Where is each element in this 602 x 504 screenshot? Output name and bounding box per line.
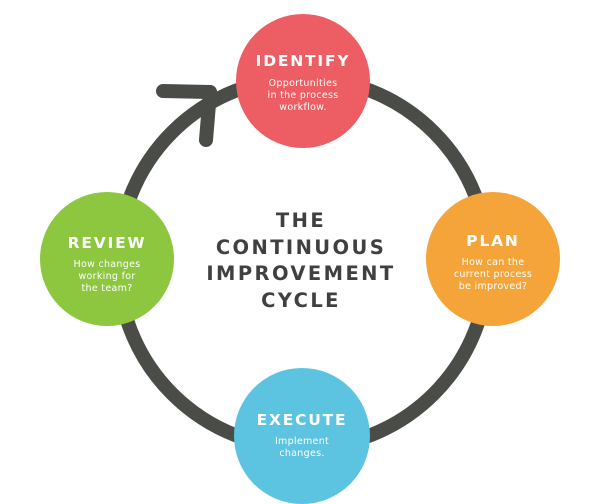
diagram-title: THE CONTINUOUS IMPROVEMENT CYCLE — [196, 208, 406, 314]
stage-identify-description: Opportunities in the process workflow. — [268, 78, 339, 114]
stage-execute-desc-line: changes. — [279, 448, 325, 459]
stage-review-title: REVIEW — [67, 234, 147, 252]
stage-identify-title: IDENTIFY — [255, 52, 351, 70]
cycle-arrowhead — [156, 84, 217, 147]
stage-execute-desc-line: Implement — [274, 436, 330, 447]
diagram-title-line: CONTINUOUS — [215, 235, 387, 259]
stage-execute-description: Implement changes. — [275, 436, 329, 460]
stage-identify: IDENTIFY Opportunities in the process wo… — [236, 14, 370, 148]
stage-plan-desc-line: be improved? — [458, 281, 528, 292]
stage-identify-desc-line: in the process — [267, 90, 339, 101]
stage-execute-title: EXECUTE — [256, 411, 348, 429]
diagram-title-line: CYCLE — [261, 288, 341, 312]
stage-review-desc-line: How changes — [73, 259, 141, 270]
stage-plan-desc-line: How can the — [461, 257, 525, 268]
stage-plan-description: How can the current process be improved? — [454, 257, 532, 293]
diagram-title-line: IMPROVEMENT — [206, 262, 396, 285]
stage-review-desc-line: working for — [78, 271, 136, 282]
stage-plan-desc-line: current process — [453, 269, 533, 280]
stage-execute: EXECUTE Implement changes. — [234, 368, 370, 504]
diagram-title-line: THE — [275, 209, 327, 232]
stage-plan: PLAN How can the current process be impr… — [426, 192, 560, 326]
stage-review-desc-line: the team? — [81, 283, 133, 294]
stage-identify-desc-line: workflow. — [279, 102, 327, 113]
stage-review: REVIEW How changes working for the team? — [40, 192, 174, 326]
stage-review-description: How changes working for the team? — [74, 259, 141, 295]
stage-identify-desc-line: Opportunities — [268, 78, 338, 89]
stage-plan-title: PLAN — [466, 232, 520, 250]
